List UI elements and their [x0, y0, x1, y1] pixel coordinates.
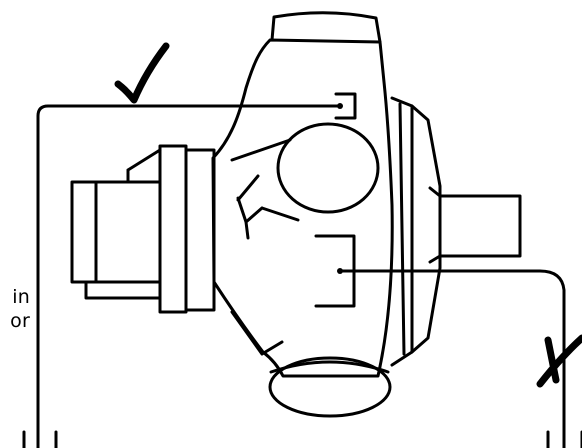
right-shaft-taper	[428, 186, 442, 264]
edge-text-line-2: or	[10, 310, 30, 332]
top-cap	[270, 11, 382, 44]
pump-housing	[211, 38, 394, 378]
cross-mark-icon	[536, 334, 582, 388]
wire-terminal-lower	[337, 268, 343, 274]
edge-text-line-1: in	[12, 286, 30, 308]
left-flange	[158, 144, 188, 314]
wire-terminal-upper	[337, 103, 343, 109]
right-flange-ridge	[398, 102, 406, 356]
right-shaft	[438, 194, 522, 258]
left-shaft-detail	[84, 148, 162, 300]
ground-wire-incorrect	[338, 269, 566, 448]
ground-wire-correct	[36, 104, 342, 448]
right-flange-outer	[410, 104, 442, 354]
bottom-foot-rim	[269, 360, 390, 374]
circular-port	[276, 122, 380, 214]
upper-bracket	[334, 92, 357, 120]
body-struts	[230, 138, 300, 356]
right-flange	[390, 96, 414, 367]
left-shaft-housing	[70, 180, 162, 284]
ground-terminal-right	[546, 430, 582, 448]
ground-terminal-left	[22, 430, 58, 448]
check-mark-icon	[114, 42, 170, 104]
bottom-foot	[268, 356, 392, 418]
left-flange-inner	[184, 148, 216, 312]
